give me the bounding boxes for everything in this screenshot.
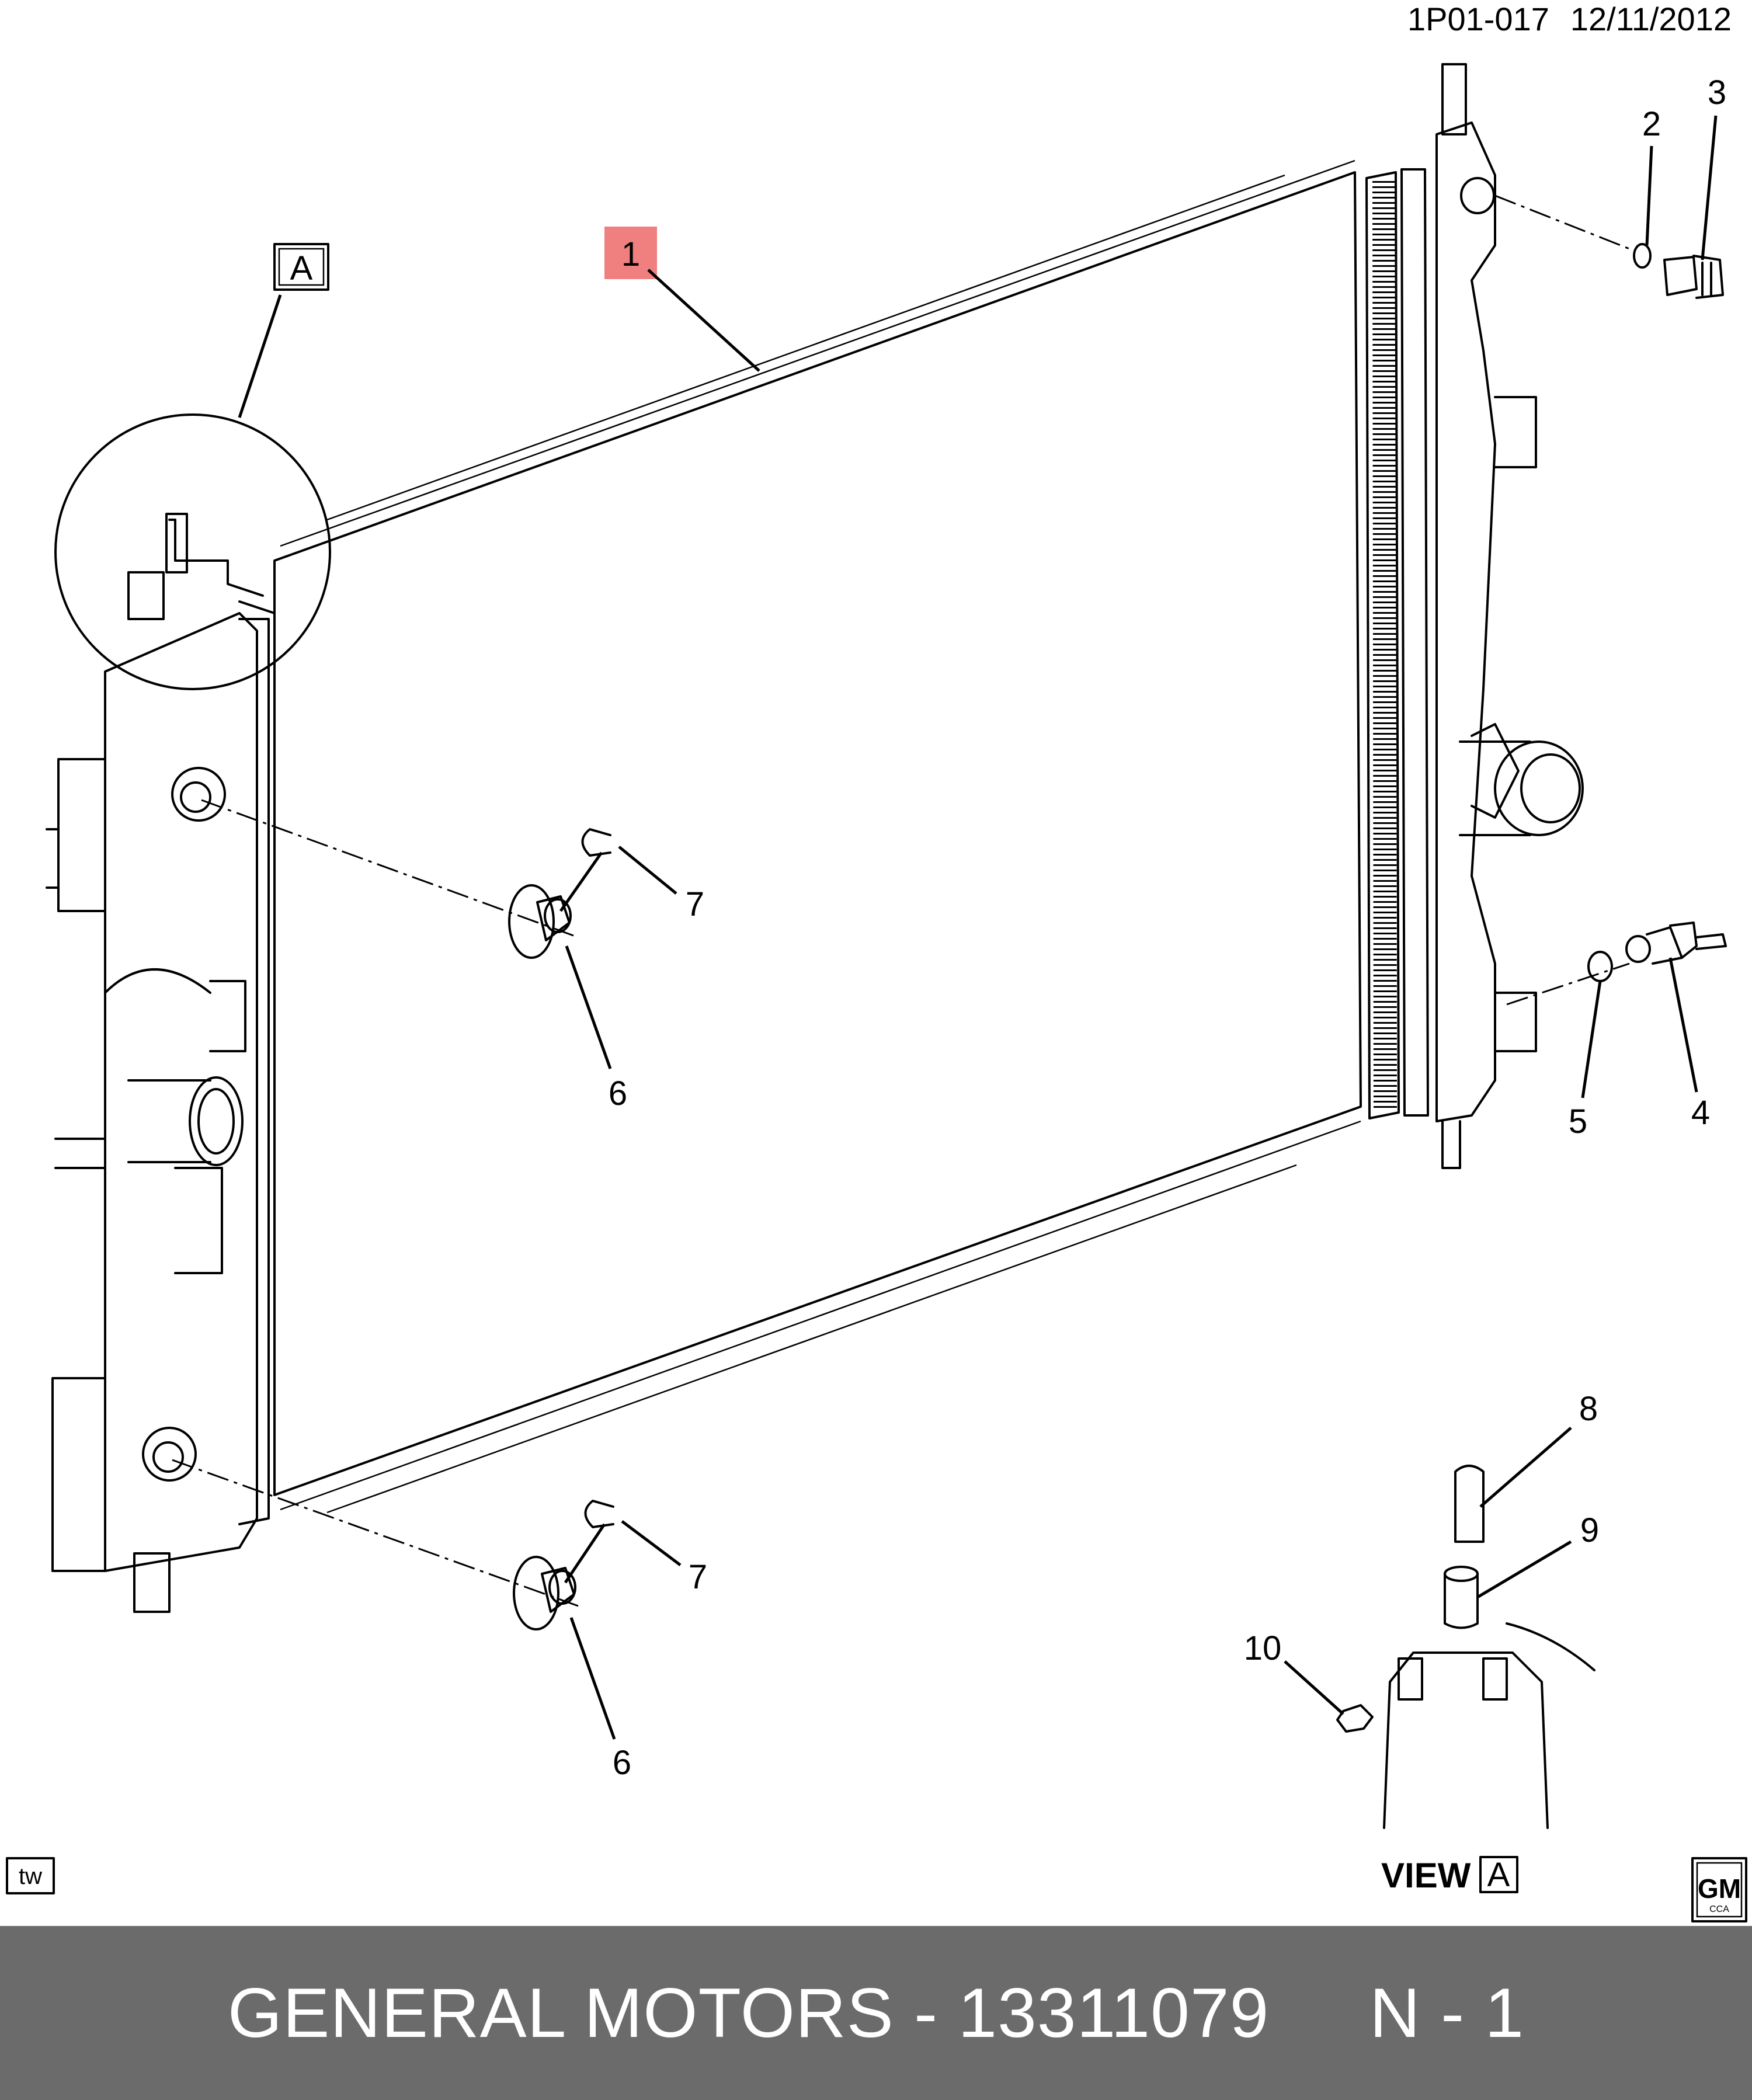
- clip-upper-link: [559, 851, 603, 912]
- callout-7-lower: 7: [689, 1558, 707, 1596]
- callout-10: 10: [1244, 1629, 1282, 1667]
- corner-tag: tw: [6, 1857, 55, 1894]
- radiator-fin-strip: [1365, 168, 1429, 1119]
- svg-text:CCA: CCA: [1709, 1904, 1729, 1914]
- callout-9: 9: [1580, 1511, 1599, 1549]
- callout-10-leader: [1284, 1660, 1344, 1715]
- callout-2-leader: [1645, 145, 1653, 246]
- part-3-drain-plug: [1663, 255, 1724, 299]
- callout-6-upper-leader: [565, 945, 612, 1069]
- detail-circle-a: [54, 413, 331, 690]
- callout-6-lower-leader: [569, 1617, 616, 1740]
- callout-8: 8: [1579, 1390, 1598, 1428]
- part-4-sensor: [1625, 922, 1727, 965]
- callout-5-leader: [1581, 981, 1602, 1098]
- callout-1-leader: [647, 269, 760, 372]
- part-6-isolator-upper: [508, 884, 572, 959]
- detail-a-tag: A: [273, 243, 329, 291]
- lower-isolator-axis: [172, 1459, 579, 1607]
- right-tank: [1435, 63, 1537, 1169]
- callout-5: 5: [1569, 1103, 1587, 1141]
- inlet-pipe: [127, 1076, 244, 1166]
- right-top-mount-hole: [1460, 177, 1495, 214]
- part-7-clip-lower: [584, 1500, 614, 1528]
- part-8-pin: [1454, 1465, 1485, 1543]
- left-mount-hole-upper: [171, 767, 226, 822]
- view-a-bracket: [1383, 1622, 1595, 1829]
- callout-7-upper: 7: [686, 885, 704, 923]
- view-a-label: VIEW A: [1381, 1856, 1518, 1895]
- part-5-seal: [1587, 951, 1613, 982]
- callout-8-leader: [1479, 1427, 1572, 1508]
- part-9-bushing: [1444, 1566, 1479, 1629]
- detail-a-letter: A: [290, 249, 313, 287]
- callout-9-leader: [1476, 1540, 1572, 1599]
- part-7-clip-upper: [581, 828, 611, 857]
- callout-7-lower-leader: [621, 1520, 682, 1566]
- callout-4: 4: [1691, 1094, 1710, 1132]
- footer-text: GENERAL MOTORS - 13311079 N - 1: [227, 1974, 1525, 2052]
- upper-isolator-axis: [201, 799, 579, 938]
- callout-6-lower: 6: [613, 1744, 631, 1782]
- part-2-seal: [1633, 243, 1652, 269]
- view-a-word: VIEW: [1381, 1856, 1471, 1895]
- callout-7-upper-leader: [618, 846, 677, 895]
- callout-1: 1: [621, 235, 640, 273]
- callout-4-leader: [1668, 957, 1698, 1093]
- callout-3-leader: [1701, 115, 1718, 260]
- gm-logo: GM CCA: [1691, 1857, 1747, 1922]
- svg-text:GM: GM: [1698, 1873, 1741, 1904]
- footer-bar: GENERAL MOTORS - 13311079 N - 1: [0, 1926, 1752, 2100]
- view-a-letter: A: [1487, 1856, 1510, 1894]
- callout-2: 2: [1642, 105, 1661, 143]
- radiator-core: [273, 159, 1362, 1514]
- drain-axis-line: [1494, 194, 1636, 252]
- callout-6-upper: 6: [609, 1075, 627, 1112]
- outlet-pipe: [1459, 740, 1584, 836]
- callout-3: 3: [1708, 74, 1726, 112]
- part-6-isolator-lower: [513, 1556, 576, 1630]
- sensor-axis-line: [1506, 962, 1630, 1006]
- corner-tag-text: tw: [19, 1863, 42, 1889]
- clip-lower-link: [564, 1523, 606, 1584]
- part-10-nut: [1336, 1704, 1374, 1733]
- detail-a-leader: [238, 294, 282, 418]
- left-mount-hole-lower: [142, 1427, 197, 1482]
- left-tank: [46, 612, 270, 1613]
